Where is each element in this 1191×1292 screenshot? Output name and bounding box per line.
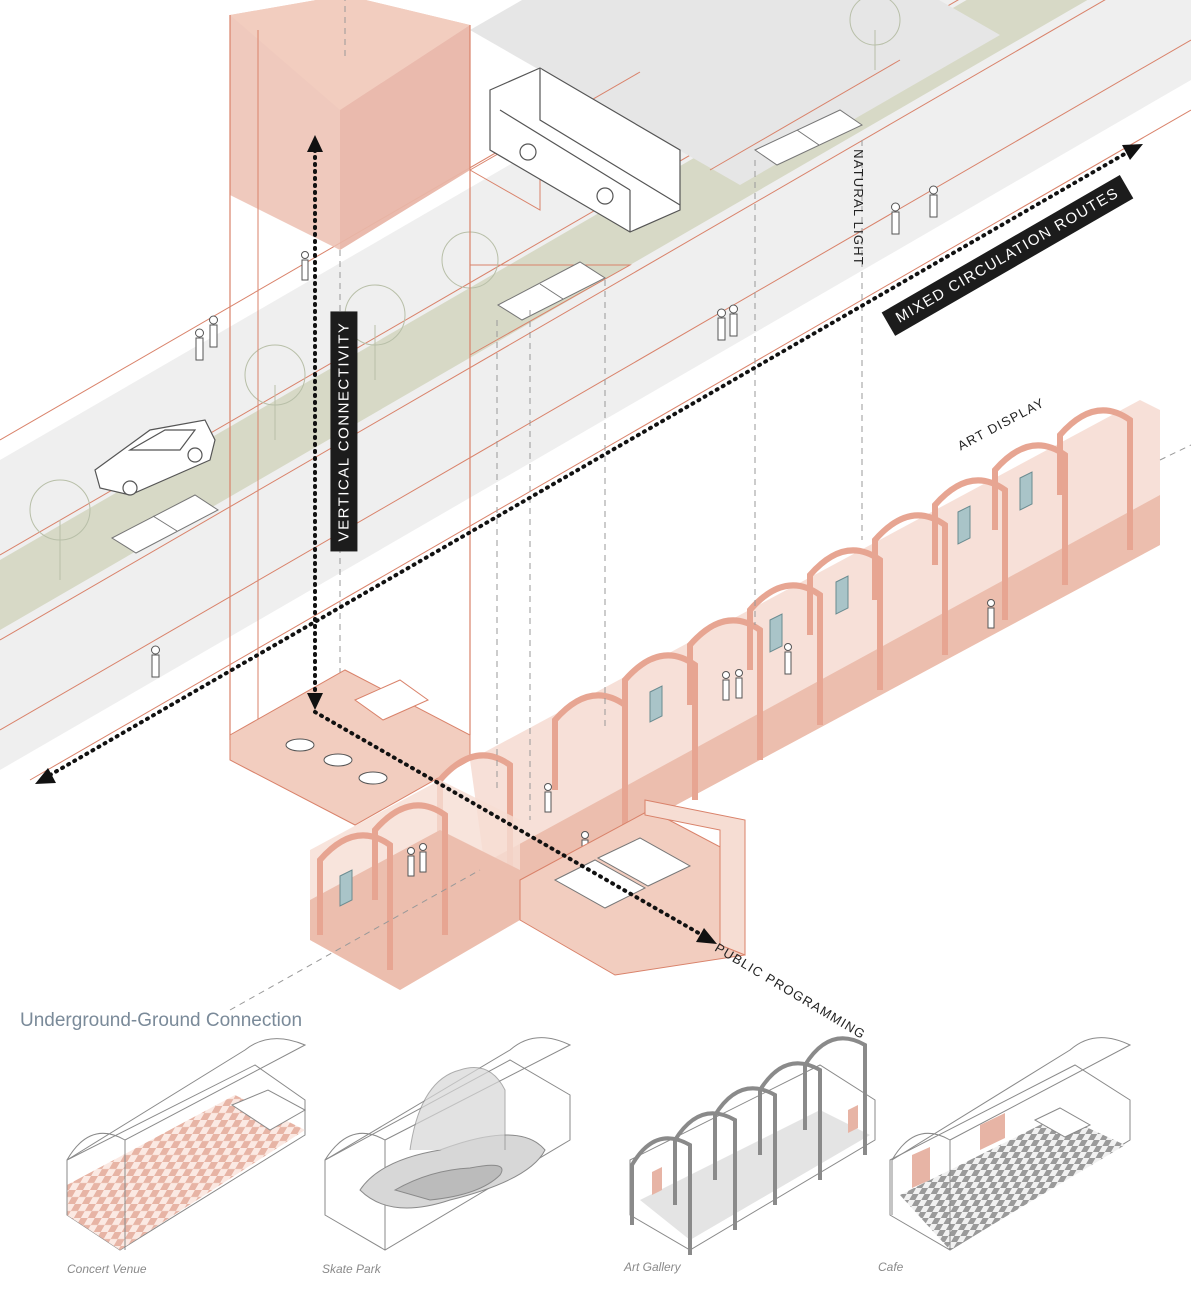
public-programming-arrow xyxy=(313,710,717,944)
vertical-shaft xyxy=(229,0,471,800)
main-tunnel xyxy=(437,400,1160,905)
pedestrians xyxy=(151,185,938,678)
street-plane xyxy=(0,0,1191,781)
label-vertical-connectivity: VERTICAL CONNECTIVITY xyxy=(330,311,358,552)
car-illustration xyxy=(94,419,216,496)
art-panels xyxy=(649,471,1033,723)
caption-concert-venue: Concert Venue xyxy=(67,1262,147,1276)
caption-skate-park: Skate Park xyxy=(322,1262,381,1276)
vignette-art-gallery xyxy=(629,1036,876,1255)
label-natural-light: NATURAL LIGHT xyxy=(850,149,866,266)
caption-cafe: Cafe xyxy=(878,1260,904,1274)
vignette-skate-park xyxy=(324,1037,572,1251)
skylights xyxy=(110,109,864,554)
section-title: Underground-Ground Connection xyxy=(20,1010,303,1031)
mixed-circulation-arrow xyxy=(35,144,1143,784)
bus-illustration xyxy=(489,67,681,233)
vignette-cafe xyxy=(889,1037,1132,1251)
construction-lines xyxy=(229,140,1191,1011)
ground-edges xyxy=(469,169,632,356)
caption-art-gallery: Art Gallery xyxy=(624,1260,681,1274)
vignette-concert-venue xyxy=(66,1038,307,1251)
vertical-connectivity-arrow xyxy=(307,135,323,710)
median-strip xyxy=(0,0,1088,630)
branch-tunnel xyxy=(310,780,746,990)
